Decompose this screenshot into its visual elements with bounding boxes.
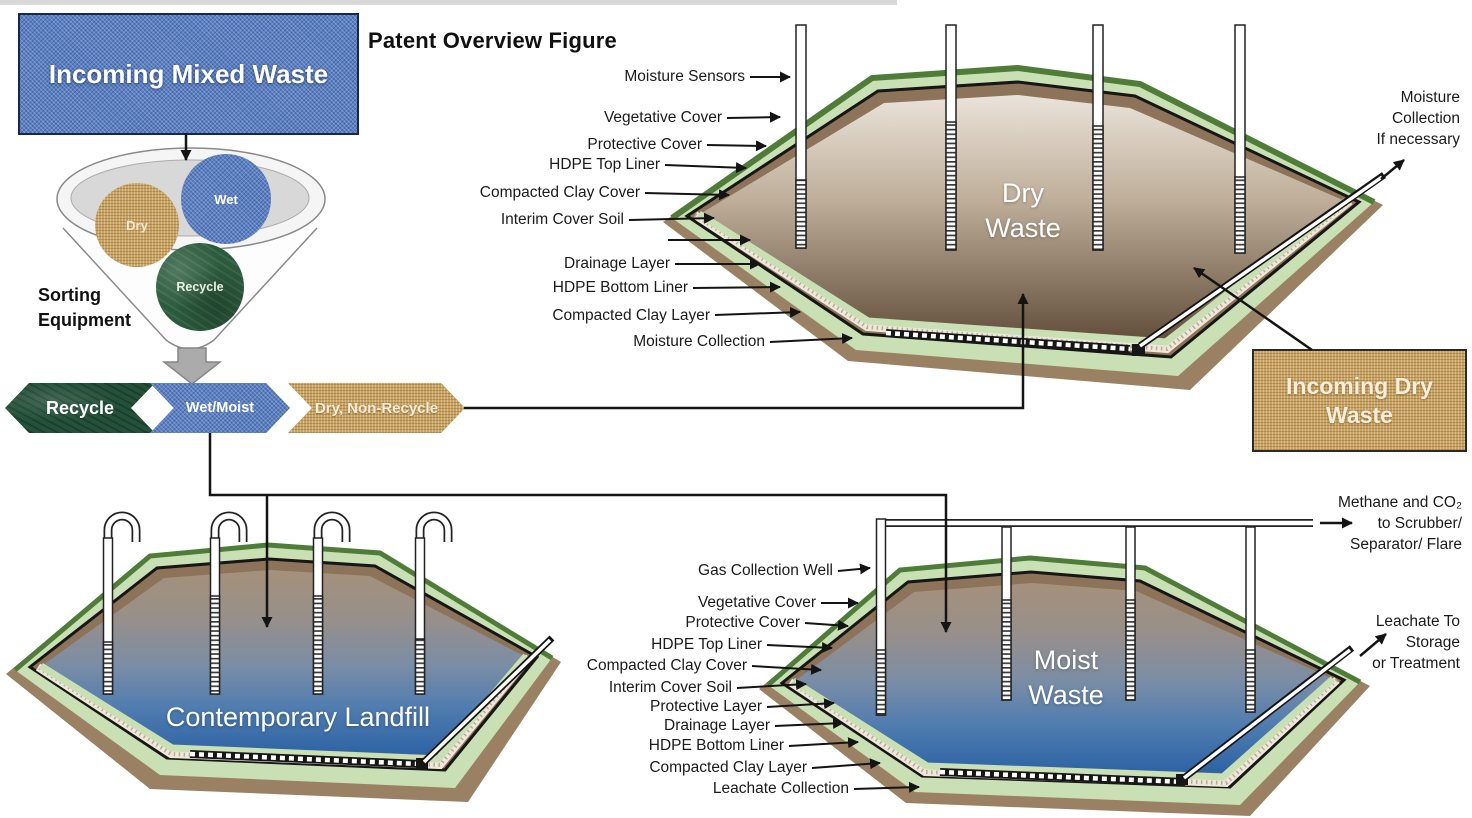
moist-sump xyxy=(1176,774,1188,785)
label-leachate-out: Leachate To Storage or Treatment xyxy=(1372,611,1460,674)
dry-waste-name-line1: Dry xyxy=(1002,178,1044,208)
label-moist-compacted-clay-cover: Compacted Clay Cover xyxy=(586,657,747,674)
label-methane-out: Methane and CO₂ to Scrubber/ Separator/ … xyxy=(1338,492,1462,555)
contemporary-landfill-name-line: Contemporary Landfill xyxy=(165,702,431,732)
banner-wet-moist: Wet/Moist xyxy=(150,383,290,433)
leachate-line1: Leachate To xyxy=(1375,613,1460,630)
label-dry-moisture-collection: Moisture Collection xyxy=(633,333,765,350)
gas-cane-1 xyxy=(102,511,141,695)
moisture-sensor-probe-1 xyxy=(795,24,807,249)
sorting-label-line2: Equipment xyxy=(38,310,131,331)
contemporary-landfill-name: Contemporary Landfill xyxy=(128,700,468,735)
label-dry-drainage-layer: Drainage Layer xyxy=(564,255,670,272)
moist-drainage-dots xyxy=(788,678,1339,786)
contemporary-leachate-pipe-hatch xyxy=(189,751,421,767)
label-moisture-collection-if-necessary: Moisture Collection If necessary xyxy=(1376,87,1460,150)
dry-waste-name: Dry Waste xyxy=(953,176,1093,245)
funnel-circle-recycle-label: Recycle xyxy=(176,280,224,294)
label-moisture-sensors: Moisture Sensors xyxy=(624,68,745,85)
incoming-mixed-waste-label: Incoming Mixed Waste xyxy=(48,58,329,89)
gas-well-3 xyxy=(1125,526,1136,701)
label-leachate-collection: Leachate Collection xyxy=(712,780,849,797)
page-title: Patent Overview Figure xyxy=(368,28,617,53)
incoming-mixed-waste-box: Incoming Mixed Waste xyxy=(18,13,359,135)
label-moist-compacted-clay-layer: Compacted Clay Layer xyxy=(649,759,807,776)
funnel-circle-recycle: Recycle xyxy=(156,243,244,331)
moist-protective-band xyxy=(791,676,1336,781)
contemporary-landfill xyxy=(6,511,561,802)
sorting-equipment-label: Sorting Equipment xyxy=(38,283,131,333)
methane-line2: to Scrubber/ xyxy=(1377,515,1462,532)
label-moist-protective-layer: Protective Layer xyxy=(650,698,762,715)
methane-line1: Methane and CO₂ xyxy=(1337,494,1462,511)
banner-wet-moist-label: Wet/Moist xyxy=(185,400,255,416)
label-dry-hdpe-bottom-liner: HDPE Bottom Liner xyxy=(552,279,688,296)
label-dry-compacted-clay-cover: Compacted Clay Cover xyxy=(479,184,640,201)
label-dry-protective-cover: Protective Cover xyxy=(587,136,702,153)
funnel-circle-dry: Dry xyxy=(95,183,179,267)
label-moist-protective-cover: Protective Cover xyxy=(685,614,800,631)
banner-dry-non-recycle: Dry, Non-Recycle xyxy=(288,383,465,433)
moist-waste-name-line2: Waste xyxy=(1028,679,1104,710)
banner-recycle-label: Recycle xyxy=(45,397,115,418)
label-moist-interim-cover-soil: Interim Cover Soil xyxy=(608,679,732,696)
banner-dry-non-recycle-label: Dry, Non-Recycle xyxy=(314,399,439,417)
moisture-sensor-probe-3 xyxy=(1092,24,1104,251)
banner-recycle: Recycle xyxy=(5,383,155,433)
moist-waste-name: Moist Waste xyxy=(996,643,1136,712)
moisture-sensor-probe-4 xyxy=(1234,24,1246,254)
label-moist-vegetative-cover: Vegetative Cover xyxy=(697,594,816,611)
label-dry-hdpe-top-liner: HDPE Top Liner xyxy=(549,156,660,173)
incoming-dry-waste-line1: Incoming Dry xyxy=(1286,372,1433,399)
contemporary-drain-pipe xyxy=(422,638,552,764)
contemporary-sump xyxy=(416,758,428,769)
moisture-out-line1: Moisture xyxy=(1400,89,1460,106)
moist-waste-name-line1: Moist xyxy=(1033,645,1099,675)
label-dry-vegetative-cover: Vegetative Cover xyxy=(603,109,722,126)
gas-well-2 xyxy=(1001,526,1012,701)
label-moist-hdpe-top-liner: HDPE Top Liner xyxy=(651,636,762,653)
top-strip xyxy=(0,0,897,5)
label-dry-interim-cover-soil: Interim Cover Soil xyxy=(500,211,624,228)
moisture-sensor-probe-2 xyxy=(945,24,957,251)
gas-well-1 xyxy=(875,518,887,716)
leachate-line2: Storage xyxy=(1405,634,1460,651)
incoming-dry-waste-line2: Waste xyxy=(1326,401,1393,428)
funnel-circle-wet-label: Wet xyxy=(214,191,238,207)
incoming-dry-waste-box: Incoming Dry Waste xyxy=(1252,349,1467,452)
label-moist-drainage-layer: Drainage Layer xyxy=(664,717,770,734)
dry-waste-interior xyxy=(700,95,1345,338)
label-moist-hdpe-bottom-liner: HDPE Bottom Liner xyxy=(648,737,784,754)
moisture-out-line3: If necessary xyxy=(1376,131,1460,148)
label-gas-collection-well: Gas Collection Well xyxy=(698,562,833,579)
label-dry-compacted-clay-layer: Compacted Clay Layer xyxy=(552,307,710,324)
moist-leachate-pipe-hatch xyxy=(939,769,1186,785)
leachate-line3: or Treatment xyxy=(1372,655,1460,672)
dry-outlet-pipe xyxy=(1138,175,1384,348)
funnel-output-arrow xyxy=(161,347,223,385)
moist-drain-pipe xyxy=(1182,648,1352,780)
funnel-circle-wet: Wet xyxy=(181,154,271,244)
methane-line3: Separator/ Flare xyxy=(1350,536,1462,553)
moisture-out-line2: Collection xyxy=(1391,110,1460,127)
dry-waste-name-line2: Waste xyxy=(985,212,1061,243)
gas-well-4 xyxy=(1245,526,1256,713)
sorting-label-line1: Sorting xyxy=(38,285,101,305)
funnel-circle-dry-label: Dry xyxy=(126,217,148,233)
